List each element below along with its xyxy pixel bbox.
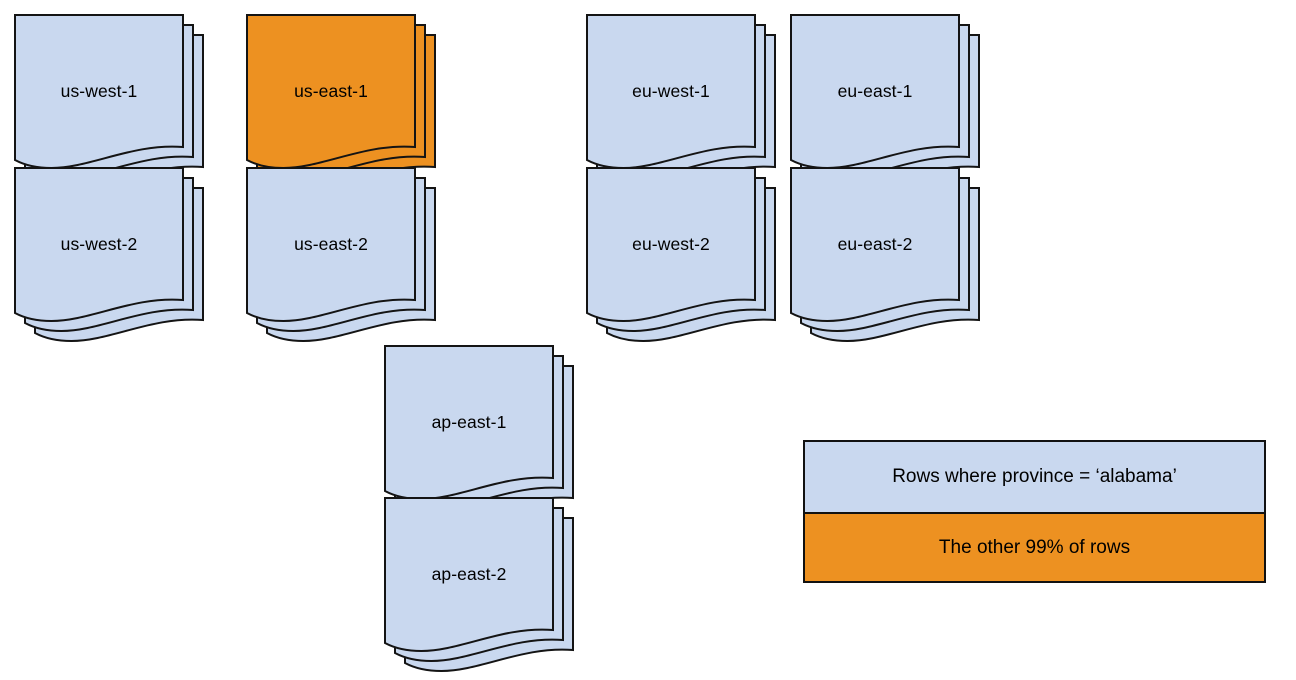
page-front (14, 167, 184, 323)
page-stack-shape (790, 167, 980, 343)
region-stack-us-west-1[interactable]: us-west-1 (14, 14, 224, 190)
page-front (246, 167, 416, 323)
region-stack-eu-west-2[interactable]: eu-west-2 (586, 167, 796, 343)
page-stack-shape (790, 14, 980, 190)
page-stack-shape (586, 14, 776, 190)
page-stack-shape (246, 14, 436, 190)
page-stack-shape (384, 345, 574, 521)
page-front (246, 14, 416, 170)
page-front (14, 14, 184, 170)
region-stack-us-east-1[interactable]: us-east-1 (246, 14, 456, 190)
legend: Rows where province = ‘alabama’ The other… (803, 440, 1266, 583)
page-stack-shape (14, 167, 204, 343)
legend-label: Rows where province = ‘alabama’ (892, 466, 1177, 487)
page-front (790, 14, 960, 170)
legend-swatch-alabama-rows: Rows where province = ‘alabama’ (803, 440, 1266, 513)
page-front (586, 167, 756, 323)
page-front (586, 14, 756, 170)
page-stack-shape (246, 167, 436, 343)
region-stack-us-west-2[interactable]: us-west-2 (14, 167, 224, 343)
legend-swatch-other-rows: The other 99% of rows (803, 513, 1266, 583)
page-front (384, 345, 554, 501)
page-front (384, 497, 554, 653)
region-stack-ap-east-1[interactable]: ap-east-1 (384, 345, 594, 521)
page-front (790, 167, 960, 323)
region-stack-ap-east-2[interactable]: ap-east-2 (384, 497, 594, 673)
legend-label: The other 99% of rows (938, 536, 1131, 558)
page-stack-shape (384, 497, 574, 673)
region-stack-us-east-2[interactable]: us-east-2 (246, 167, 456, 343)
page-stack-shape (586, 167, 776, 343)
region-stack-eu-west-1[interactable]: eu-west-1 (586, 14, 796, 190)
region-stack-eu-east-1[interactable]: eu-east-1 (790, 14, 1000, 190)
region-stack-eu-east-2[interactable]: eu-east-2 (790, 167, 1000, 343)
page-stack-shape (14, 14, 204, 190)
